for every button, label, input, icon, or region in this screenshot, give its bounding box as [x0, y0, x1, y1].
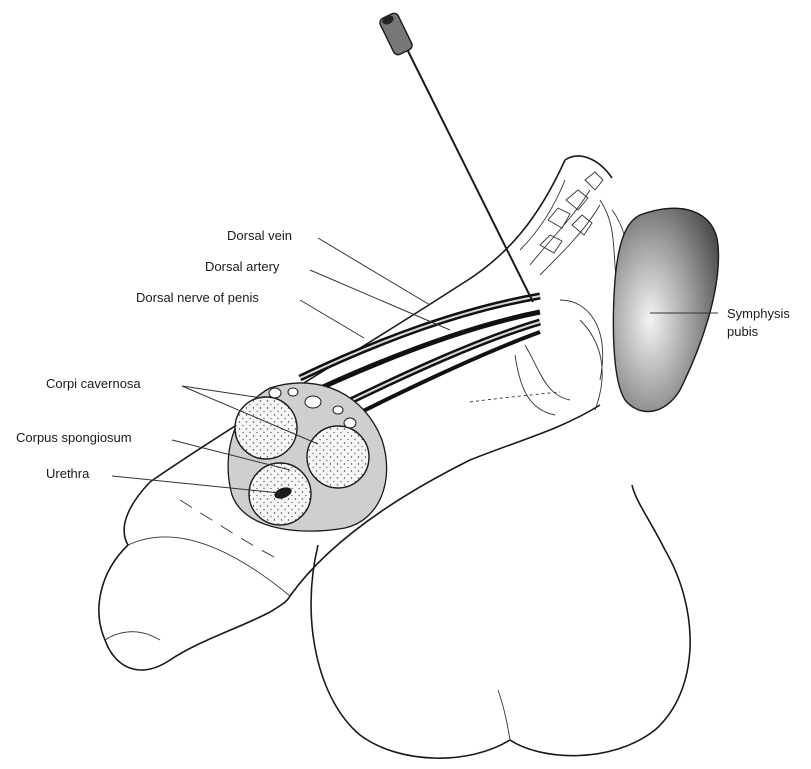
- scrotum-raphe: [498, 690, 510, 740]
- dorsal-vein-leader: [318, 238, 430, 305]
- label-urethra: Urethra: [46, 466, 90, 481]
- dorsal-artery-leader: [310, 270, 450, 330]
- shaft-root-outline: [565, 156, 612, 178]
- scrotum-outline: [311, 485, 690, 758]
- cross-section: [228, 383, 387, 531]
- dorsal-nerve-leader: [300, 300, 364, 338]
- dorsal-nerve-vessel: [336, 322, 540, 408]
- needle-hub: [378, 12, 414, 57]
- label-dorsal-artery: Dorsal artery: [205, 259, 280, 274]
- label-dorsal-vein: Dorsal vein: [227, 228, 292, 243]
- meatus-line: [105, 632, 160, 640]
- corpus-cavernosum-right: [307, 426, 369, 488]
- needle: [378, 12, 533, 302]
- label-corpus-spongiosum: Corpus spongiosum: [16, 430, 132, 445]
- corpi-cavernosa-leader-1: [182, 386, 262, 398]
- label-pubis: pubis: [727, 324, 759, 339]
- label-dorsal-nerve: Dorsal nerve of penis: [136, 290, 259, 305]
- symphysis-pubis: [613, 208, 718, 411]
- label-corpi-cavernosa: Corpi cavernosa: [46, 376, 141, 391]
- corpus-cavernosum-left: [235, 397, 297, 459]
- corona-line: [128, 537, 290, 596]
- label-symphysis: Symphysis: [727, 306, 790, 321]
